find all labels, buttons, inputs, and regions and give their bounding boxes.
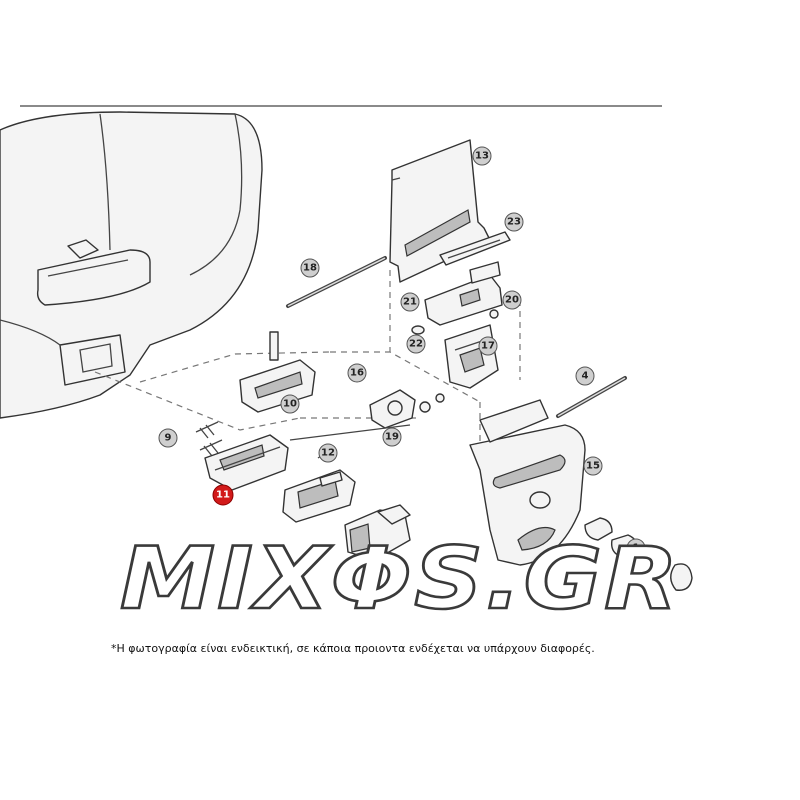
- callout-15: 15: [583, 456, 603, 476]
- callout-4: 4: [575, 366, 595, 386]
- top-case-body: [0, 111, 263, 419]
- callout-1: 1: [626, 538, 646, 558]
- svg-text:16: 16: [350, 368, 364, 379]
- svg-text:21: 21: [403, 297, 417, 308]
- svg-text:10: 10: [283, 399, 297, 410]
- svg-text:20: 20: [505, 295, 519, 306]
- svg-text:18: 18: [303, 263, 317, 274]
- part-12-receiver: [282, 469, 356, 523]
- callout-11: 11: [212, 484, 234, 506]
- svg-text:1: 1: [633, 543, 640, 554]
- svg-text:11: 11: [216, 490, 230, 501]
- part-18-rod: [286, 256, 387, 308]
- svg-text:23: 23: [507, 217, 521, 228]
- svg-text:9: 9: [165, 433, 172, 444]
- callout-19: 19: [382, 427, 402, 447]
- watermark: MIXΦS.GR: [119, 528, 680, 631]
- svg-text:12: 12: [321, 448, 335, 459]
- part-10-catch: [239, 331, 316, 413]
- callout-21: 21: [400, 292, 420, 312]
- svg-text:22: 22: [409, 339, 423, 350]
- callout-18: 18: [300, 258, 320, 278]
- callout-20: 20: [502, 290, 522, 310]
- part-22-washer: [411, 325, 425, 335]
- svg-text:MIXΦS.GR: MIXΦS.GR: [120, 529, 680, 629]
- callout-10: 10: [280, 394, 300, 414]
- callout-17: 17: [478, 336, 498, 356]
- callout-16: 16: [347, 363, 367, 383]
- svg-text:4: 4: [582, 371, 589, 382]
- footnote-disclaimer: *Η φωτογραφία είναι ενδεικτική, σε κάποι…: [111, 642, 595, 655]
- part-21-latch: [424, 261, 503, 326]
- svg-text:17: 17: [481, 341, 495, 352]
- part-9-springs: [195, 421, 223, 457]
- callout-12: 12: [318, 443, 338, 463]
- callout-22: 22: [406, 334, 426, 354]
- part-4-rod: [556, 376, 627, 418]
- part-17-lock-body: [444, 324, 499, 389]
- part-19-lever: [369, 389, 445, 429]
- part-23-bracket: [439, 231, 511, 266]
- svg-text:13: 13: [475, 151, 489, 162]
- part-base-clip: [344, 504, 411, 561]
- part-20-screw: [489, 309, 499, 319]
- callout-23: 23: [504, 212, 524, 232]
- part-15-handle-cover: [469, 399, 586, 566]
- svg-text:19: 19: [385, 432, 399, 443]
- callout-9: 9: [158, 428, 178, 448]
- callout-13: 13: [472, 146, 492, 166]
- svg-text:15: 15: [586, 461, 600, 472]
- part-11-slider: [204, 434, 289, 491]
